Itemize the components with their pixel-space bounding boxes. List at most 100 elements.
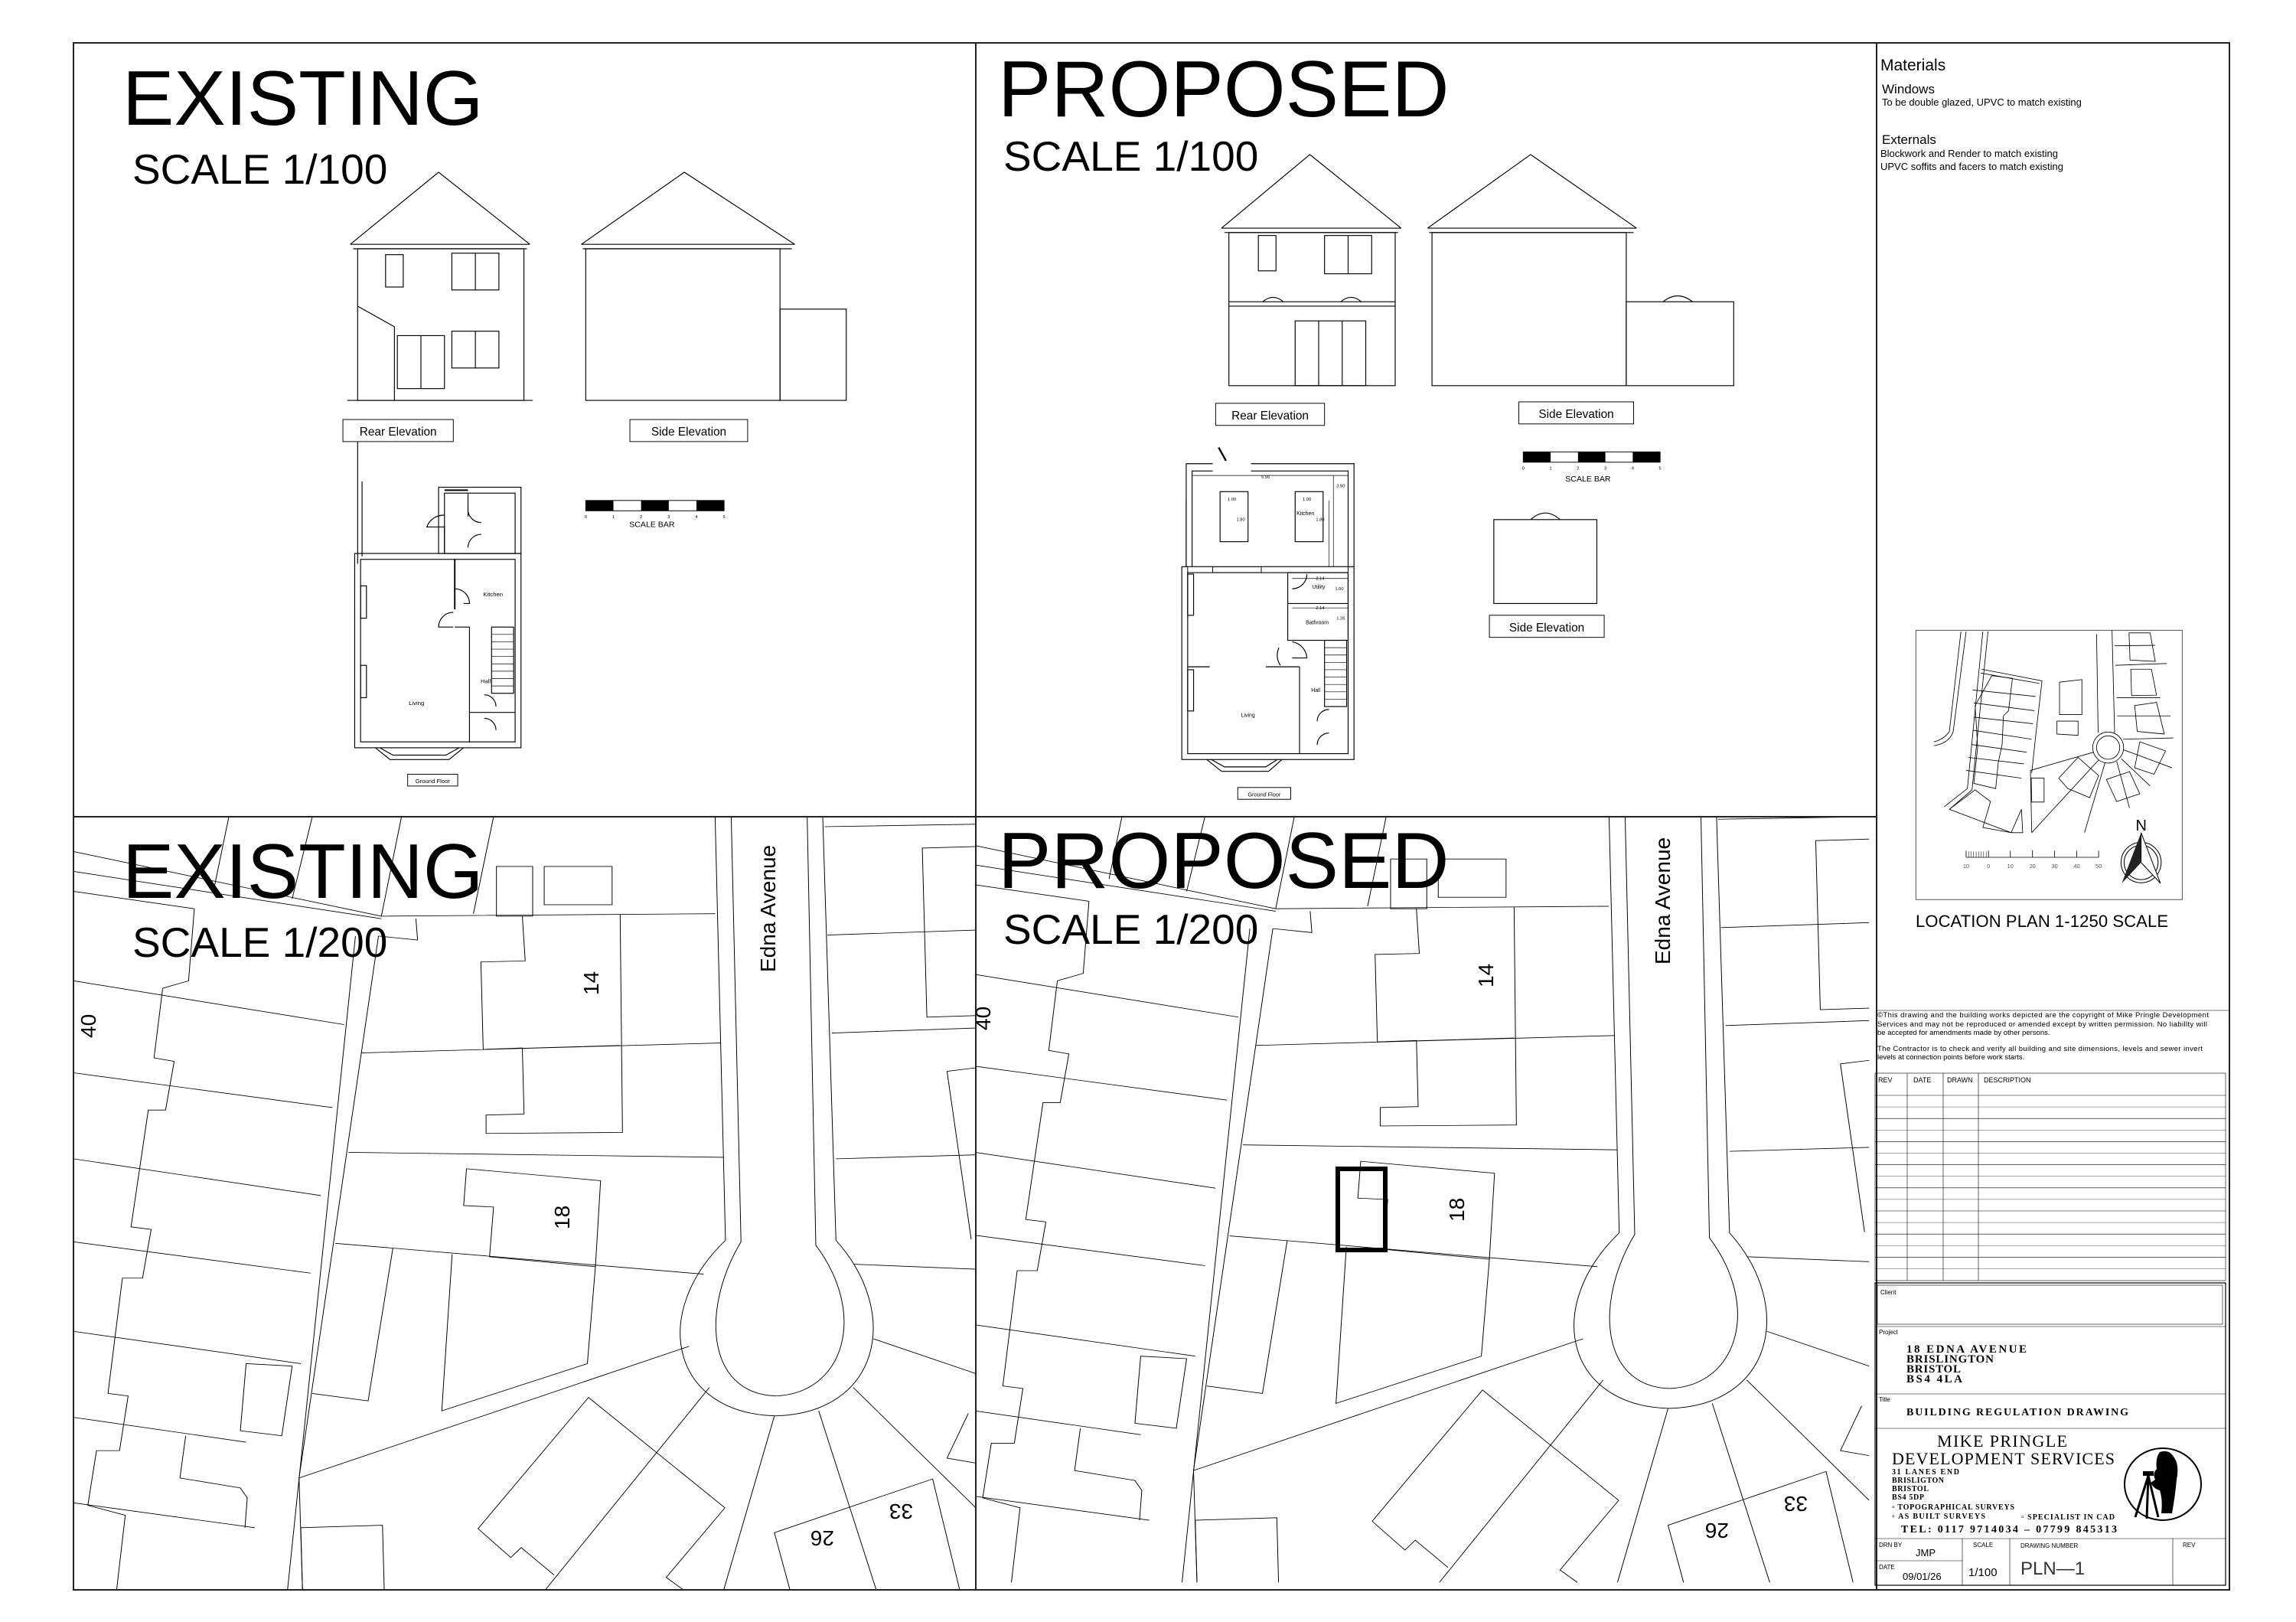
company-address-line: 31 LANES END (1892, 1468, 1959, 1477)
existing-floor-plan (354, 441, 522, 760)
proposed-bottom-scale: SCALE 1/200 (1003, 906, 1258, 953)
location-scale-tick: 40 (2073, 863, 2079, 870)
project-address-line: 18 EDNA AVENUE (1906, 1343, 2027, 1356)
proposed-side-elevation-label: Side Elevation (1538, 408, 1613, 421)
proposed-side-elevation (1427, 154, 1734, 387)
dimension-label: 1.00 (1228, 498, 1236, 502)
house-number-18: 18 (1445, 1198, 1469, 1222)
road-name-label: Edna Avenue (1651, 837, 1675, 964)
copyright-line: ©This drawing and the building works dep… (1877, 1011, 2209, 1020)
project-address-line: BRISLINGTON (1906, 1353, 1994, 1366)
date-label: DATE (1879, 1564, 1895, 1571)
proposed-bottom-title: PROPOSED (998, 817, 1449, 906)
room-label-living: Living (1241, 713, 1255, 719)
project-address-line: BRISTOL (1906, 1363, 1961, 1376)
date-value: 09/01/26 (1903, 1571, 1942, 1582)
road-name-label: Edna Avenue (756, 845, 780, 972)
location-scale-tick: 10 (1963, 863, 1969, 870)
existing-top-scale: SCALE 1/100 (132, 145, 387, 193)
company-address-line: BS4 5DP (1892, 1493, 1924, 1502)
existing-plan-label: Ground Floor (416, 778, 451, 785)
dimension-label: 1.80 (1316, 518, 1324, 523)
room-label-utility: Utility (1313, 585, 1326, 590)
dimension-label: 1.80 (1236, 518, 1244, 523)
proposed-plan-dimensions: 5.56 3.50 1.00 1.80 1.00 1.80 2.14 1.00 … (1228, 475, 1345, 622)
proposed-scale-bar: 0 1 2 3 4 5 SCALE BAR (1522, 451, 1662, 484)
drawing-number-label: DRAWING NUMBER (2020, 1542, 2078, 1549)
house-number-14: 14 (579, 971, 603, 995)
scale-tick-label: 0 (1522, 466, 1525, 471)
dimension-label: 1.26 (1336, 617, 1345, 622)
scale-tick-label: 5 (1659, 466, 1662, 471)
location-scale-tick: 10 (2007, 863, 2014, 870)
house-number-26: 26 (1705, 1519, 1729, 1542)
scale-tick-label: 2 (1577, 466, 1579, 471)
scale-label: SCALE (1973, 1542, 1993, 1549)
materials-heading: Materials (1880, 57, 1945, 74)
windows-text: To be double glazed, UPVC to match exist… (1882, 96, 2082, 108)
dimension-label: 1.00 (1335, 587, 1343, 592)
contractor-note: levels at connection points before work … (1877, 1053, 2024, 1062)
client-label: Client (1880, 1289, 1896, 1296)
scale-value: 1/100 (1968, 1566, 1998, 1579)
materials-notes: Materials Windows To be double glazed, U… (1880, 57, 2082, 172)
existing-scale-bar: 0 1 2 3 4 5 SCALE BAR (585, 500, 726, 529)
company-service: ▫ TOPOGRAPHICAL SURVEYS (1892, 1503, 2014, 1512)
existing-rear-elevation (347, 171, 533, 401)
drawn-by-label: DRN BY (1879, 1542, 1903, 1549)
location-scale-tick: 50 (2095, 863, 2102, 870)
proposed-rear-elevation-label: Rear Elevation (1231, 410, 1309, 423)
scale-tick-label: 1 (1549, 466, 1551, 471)
dimension-label: 2.14 (1316, 577, 1325, 582)
company-service: ▫ SPECIALIST IN CAD (2021, 1513, 2115, 1522)
rev-column-header: REV (1878, 1076, 1893, 1084)
room-label-hall: Hall (481, 677, 491, 684)
contractor-note: The Contractor is to check and verify al… (1877, 1045, 2203, 1053)
location-scale-bar (1965, 850, 2099, 858)
company-service: ▫ AS BUILT SURVEYS (1892, 1513, 1985, 1521)
proposed-floor-plan (1181, 447, 1355, 772)
dimension-label: 1.00 (1303, 498, 1311, 502)
externals-line: Blockwork and Render to match existing (1880, 148, 2058, 159)
north-label: N (2135, 818, 2147, 834)
house-number-14: 14 (1474, 964, 1498, 987)
copyright-line: Services and may not be reproduced or am… (1877, 1020, 2207, 1029)
surveyor-logo-icon (2124, 1447, 2202, 1521)
company-name-line2: DEVELOPMENT SERVICES (1892, 1449, 2115, 1468)
revision-table: REV DATE DRAWN DESCRIPTION (1874, 1072, 2226, 1281)
drawn-column-header: DRAWN (1947, 1076, 1973, 1084)
room-label-bathroom: Bathroom (1306, 620, 1329, 625)
proposed-extension-outline (1336, 1167, 1388, 1252)
company-name-line1: MIKE PRINGLE (1937, 1431, 2067, 1451)
proposed-top-title: PROPOSED (998, 45, 1449, 134)
existing-side-elevation-label: Side Elevation (651, 426, 726, 439)
existing-bottom-title: EXISTING (122, 829, 483, 915)
proposed-side-elevation-small (1493, 512, 1598, 605)
scale-tick-label: 4 (1632, 466, 1635, 471)
location-scale-tick: 30 (2052, 863, 2058, 870)
house-number-26: 26 (810, 1526, 834, 1550)
existing-rear-elevation-label: Rear Elevation (360, 426, 437, 439)
scale-bar-label: SCALE BAR (1565, 475, 1611, 484)
house-number-18: 18 (550, 1206, 574, 1229)
windows-heading: Windows (1882, 82, 1935, 96)
dimension-label: 2.14 (1316, 606, 1325, 611)
house-number-40: 40 (971, 1007, 995, 1030)
externals-line: UPVC soffits and facers to match existin… (1880, 161, 2063, 172)
scale-tick-label: 1 (612, 515, 615, 520)
room-label-hall: Hall (1311, 688, 1320, 694)
location-plan-caption: LOCATION PLAN 1-1250 SCALE (1916, 912, 2168, 931)
proposed-side-small-label: Side Elevation (1509, 622, 1584, 635)
copyright-notes: ©This drawing and the building works dep… (1877, 1011, 2209, 1062)
date-column-header: DATE (1913, 1076, 1931, 1084)
existing-site-labels: Edna Avenue 14 18 40 26 33 (77, 845, 913, 1550)
house-number-40: 40 (77, 1014, 100, 1038)
scale-tick-label: 3 (667, 515, 670, 520)
existing-bottom-scale: SCALE 1/200 (132, 919, 387, 966)
existing-top-title: EXISTING (122, 56, 483, 142)
company-address-line: BRISLIGTON (1892, 1477, 1945, 1485)
scale-tick-label: 2 (640, 515, 642, 520)
room-label-kitchen: Kitchen (1296, 511, 1314, 517)
scale-tick-label: 0 (585, 515, 587, 520)
